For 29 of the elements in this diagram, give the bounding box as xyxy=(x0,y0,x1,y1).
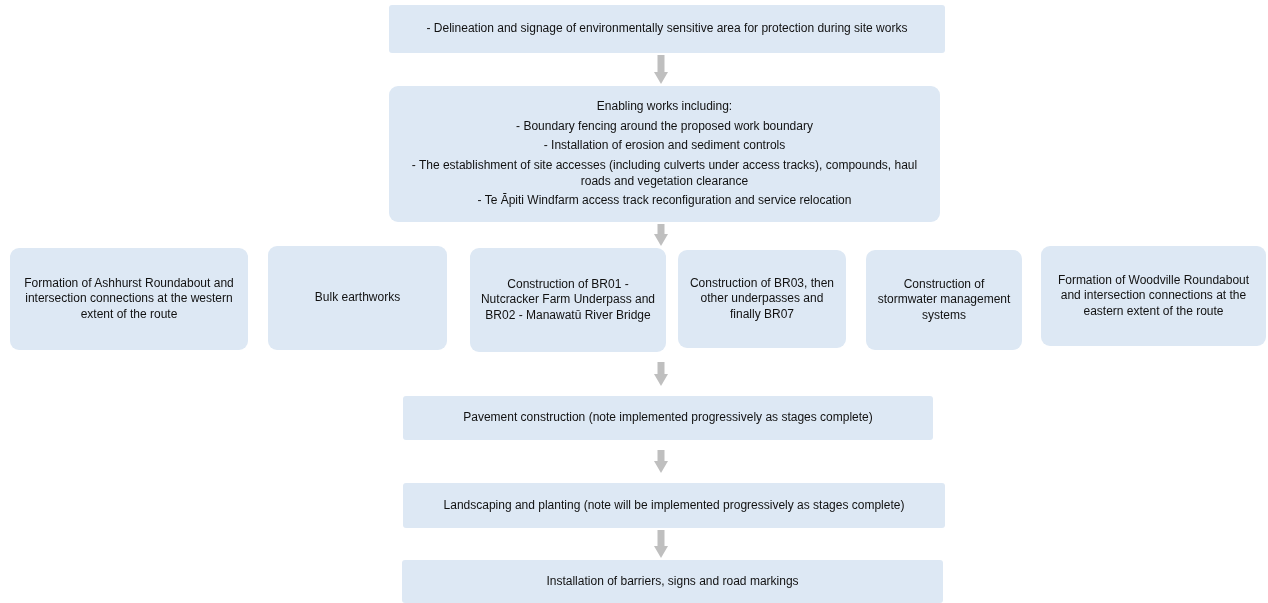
box-text: - Installation of erosion and sediment controls xyxy=(543,138,786,154)
box-text: Formation of Ashhurst Roundabout and intersection connections at the western extent of the route xyxy=(23,275,235,323)
process-box xyxy=(678,250,846,348)
box-text: Construction of stormwater management systems xyxy=(876,276,1012,324)
box-heading: Enabling works including: xyxy=(596,99,733,115)
process-box xyxy=(470,248,666,352)
process-box xyxy=(403,483,945,528)
process-box xyxy=(10,248,248,350)
arrow xyxy=(654,224,668,246)
process-box xyxy=(268,246,447,350)
box-text: Construction of BR03, then other underpasses and finally BR07 xyxy=(688,275,836,323)
box-text: Construction of BR01 - Nutcracker Farm Underpass and BR02 - Manawatū River Bridge xyxy=(480,276,656,324)
box-text: Bulk earthworks xyxy=(314,290,401,306)
box-text: - The establishment of site accesses (including culverts under access tracks), compounds, haul roads and vegetation clearance xyxy=(410,158,919,190)
arrow xyxy=(654,530,668,558)
box-text: Pavement construction (note implemented progressively as stages complete) xyxy=(463,410,873,426)
box-text: Installation of barriers, signs and road markings xyxy=(546,573,799,590)
arrow xyxy=(654,55,668,84)
box-text: - Boundary fencing around the proposed work boundary xyxy=(516,118,813,135)
box-text: Landscaping and planting (note will be implemented progressively as stages complete) xyxy=(443,497,905,514)
box-text: Formation of Woodville Roundabout and intersection connections at the eastern extent of the route xyxy=(1056,272,1251,320)
box-text: - Te Āpiti Windfarm access track reconfiguration and service relocation xyxy=(477,193,852,209)
process-box xyxy=(389,5,945,53)
process-box xyxy=(1041,246,1266,346)
process-box xyxy=(389,86,940,222)
box-text: - Delineation and signage of environmentally sensitive area for protection during site works xyxy=(426,21,908,37)
process-box xyxy=(403,396,933,440)
process-box xyxy=(402,560,943,603)
process-box xyxy=(866,250,1022,350)
